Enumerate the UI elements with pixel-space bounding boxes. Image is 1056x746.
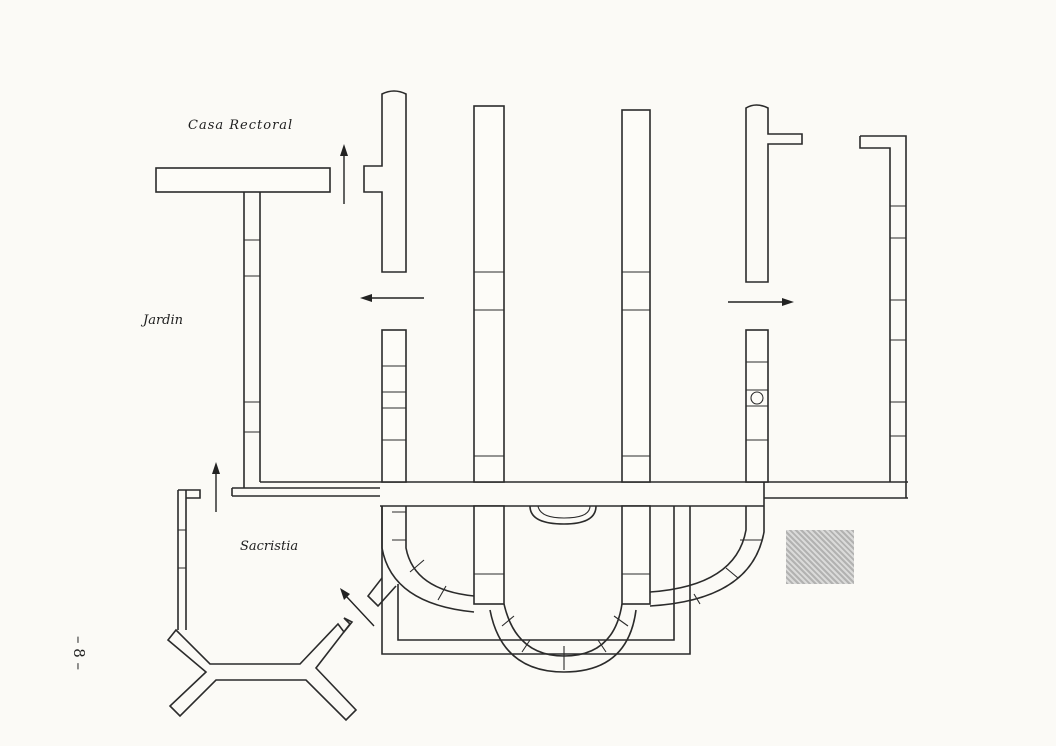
sanctuary-apse-joints: [501, 615, 629, 670]
garden-wall-left: [243, 192, 261, 488]
sanctuary-apse: [489, 603, 637, 673]
pillar-left-joints: [474, 271, 504, 457]
apse-curve-right: [649, 506, 765, 607]
pillar-right-joints: [622, 271, 650, 457]
column-base: [750, 391, 764, 405]
ambulatory-outline: [381, 506, 691, 655]
altar-step: [529, 505, 597, 525]
label-sacristia: Sacristia: [240, 539, 299, 554]
pillar-right: [621, 109, 651, 483]
altar-step-inner: [537, 505, 591, 519]
nave-wall-left-lower-joints: [382, 365, 406, 441]
nave-wall-left-upper: [363, 90, 407, 273]
arrow-up-sacristy: [212, 462, 220, 512]
sacristy-wall-left-joints: [178, 529, 186, 569]
transverse-wall-main: [380, 481, 908, 507]
exterior-wall-right: [859, 135, 907, 498]
page-number: – 8 –: [70, 635, 89, 671]
arrow-diagonal-entrance: [340, 588, 375, 627]
arrow-left-jardin: [360, 294, 424, 302]
nave-wall-right-upper: [745, 104, 803, 283]
sacristy-wall-stub: [366, 577, 397, 608]
label-jardin: Jardin: [143, 313, 184, 328]
transverse-wall-right: [763, 482, 908, 506]
pillar-right-apse: [621, 505, 651, 605]
nave-wall-left-lower: [381, 329, 407, 483]
arrow-right-patio: [728, 298, 794, 306]
apse-curve-right-joints: [693, 539, 762, 605]
exterior-wall-right-joints: [890, 205, 906, 437]
apse-curve-left-joints: [392, 511, 447, 601]
archive-stamp: [786, 530, 854, 584]
sacristy-base-walls: [166, 617, 358, 722]
nave-wall-right-lower-joints: [746, 361, 768, 441]
sacristy-wall-left: [177, 489, 201, 630]
transverse-wall-left: [231, 481, 380, 497]
pillar-left: [473, 105, 505, 483]
pillar-left-apse: [473, 505, 505, 605]
apse-curve-left: [381, 506, 475, 613]
label-casa-rectoral: Casa Rectoral: [188, 118, 294, 133]
arrow-up-casa: [340, 144, 348, 204]
casa-rectoral-wall: [155, 167, 331, 193]
garden-wall-left-joints: [244, 239, 260, 433]
